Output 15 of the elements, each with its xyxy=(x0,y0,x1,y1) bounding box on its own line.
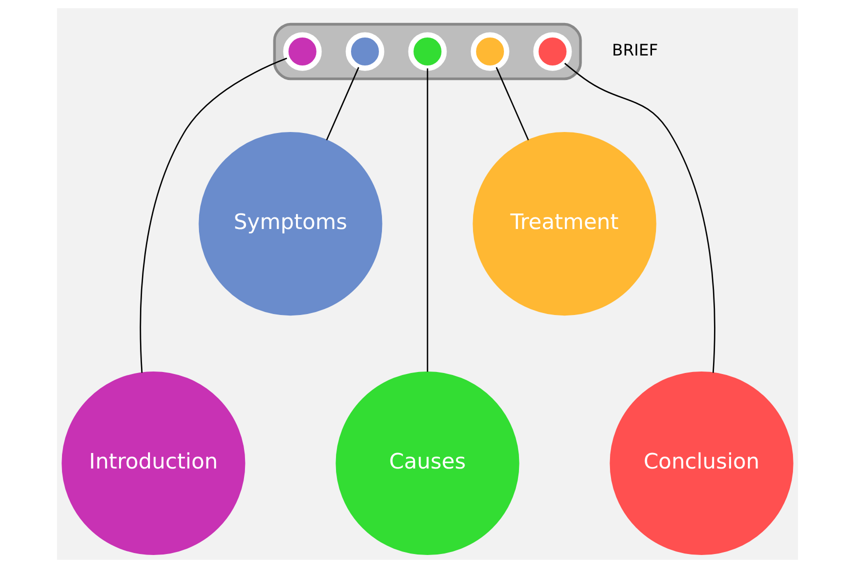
node-circle: Symptoms xyxy=(198,132,382,316)
connector xyxy=(139,58,287,373)
node-circle: Treatment xyxy=(472,132,656,316)
node-circle xyxy=(532,32,572,71)
connector xyxy=(426,68,428,372)
node-circle: Causes xyxy=(335,371,519,556)
node-circle: Introduction xyxy=(61,371,245,556)
node-circle: Conclusion xyxy=(609,371,793,556)
label: BRIEF xyxy=(612,40,658,60)
connector xyxy=(564,62,715,373)
node-circle xyxy=(470,32,509,71)
cluster xyxy=(272,22,582,80)
node-circle xyxy=(345,32,384,71)
node-circle xyxy=(408,32,446,71)
node-circle xyxy=(282,32,322,71)
